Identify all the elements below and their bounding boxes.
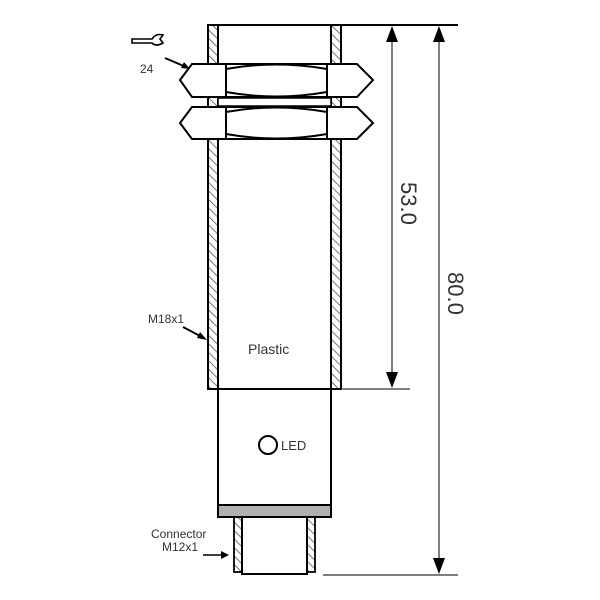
wrench-size-label: 24 <box>140 62 154 76</box>
hex-nut-upper <box>178 63 375 98</box>
collar <box>217 504 332 518</box>
dimension-80-label: 80.0 <box>443 272 468 315</box>
dimension-80 <box>323 26 458 576</box>
led-label: LED <box>281 438 306 453</box>
connector <box>233 516 316 575</box>
dimension-53 <box>341 26 410 390</box>
material-label: Plastic <box>248 341 289 357</box>
hex-nut-lower <box>178 106 375 140</box>
dimension-53-label: 53.0 <box>396 182 421 225</box>
connector-label-line1: Connector <box>151 527 206 541</box>
led-indicator-icon <box>258 435 278 455</box>
connector-label-line2: M12x1 <box>162 540 198 554</box>
thread-label: M18x1 <box>148 312 184 326</box>
wrench-icon <box>131 33 165 46</box>
nut-washer <box>217 97 332 107</box>
